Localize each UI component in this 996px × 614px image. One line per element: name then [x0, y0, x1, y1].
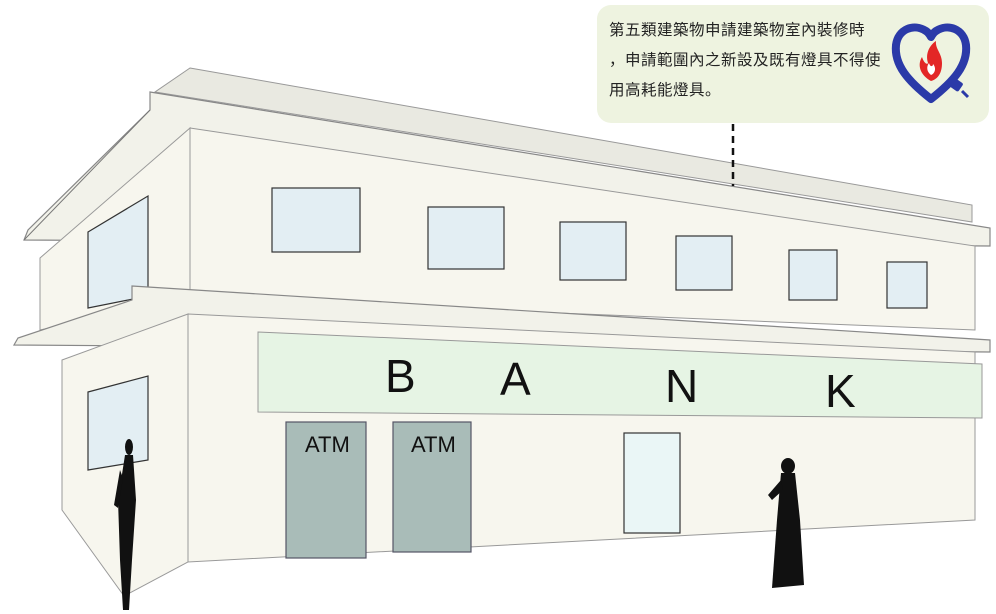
person-silhouette-right — [768, 458, 804, 588]
callout-text: 第五類建築物申請建築物室內裝修時 ，申請範圍內之新設及既有燈具不得使 用高耗能燈… — [609, 15, 891, 105]
bank-sign-board — [257, 331, 983, 419]
atm-label-1: ATM — [305, 432, 350, 457]
callout-line-3: 用高耗能燈具。 — [609, 81, 722, 99]
upper-window-4 — [675, 235, 733, 291]
atm-machine-2 — [392, 421, 472, 553]
atm-machine-1 — [285, 421, 367, 559]
upper-window-1 — [271, 187, 361, 253]
bank-door — [623, 432, 681, 534]
person-silhouette-left — [114, 439, 136, 610]
upper-window-3 — [559, 221, 627, 281]
atm-label-2: ATM — [411, 432, 456, 457]
upper-roof-top — [153, 67, 973, 223]
sign-letter-a: A — [500, 353, 531, 405]
ground-left-window — [87, 375, 149, 471]
sign-letter-n: N — [665, 360, 698, 412]
upper-window-6 — [886, 261, 928, 309]
callout-line-1: 第五類建築物申請建築物室內裝修時 — [609, 21, 866, 39]
heart-flame-plug-icon — [891, 23, 971, 103]
sign-letter-b: B — [385, 350, 416, 402]
upper-window-5 — [788, 249, 838, 301]
regulation-callout: 第五類建築物申請建築物室內裝修時 ，申請範圍內之新設及既有燈具不得使 用高耗能燈… — [597, 5, 989, 123]
callout-line-2: ，申請範圍內之新設及既有燈具不得使 — [609, 51, 882, 69]
upper-window-2 — [427, 206, 505, 270]
sign-letter-k: K — [825, 365, 856, 417]
